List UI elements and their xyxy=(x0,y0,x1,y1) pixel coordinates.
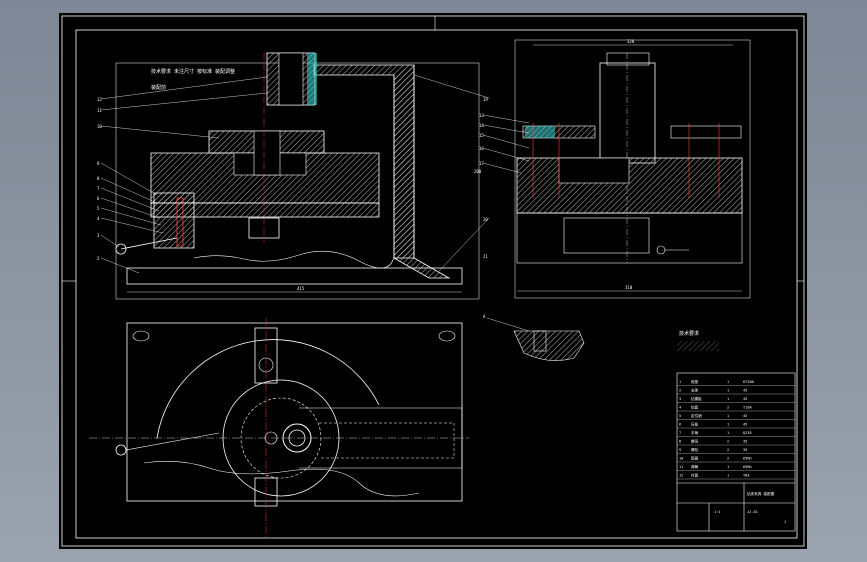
callout-20: 20 xyxy=(483,217,488,222)
bom-cell: 12 xyxy=(679,474,683,478)
bom-cell: 35 xyxy=(743,440,747,444)
side-body[interactable] xyxy=(516,157,743,214)
bom-cell: 35 xyxy=(743,448,747,452)
callout-9: 9 xyxy=(97,161,100,166)
detail-view-a[interactable]: A xyxy=(483,314,585,361)
callout-5: 5 xyxy=(97,206,100,211)
dimension-height: 200 xyxy=(474,169,482,174)
bom-cell: 8 xyxy=(679,440,681,444)
side-view[interactable]: 320 310 13 14 15 16 17 xyxy=(479,39,751,299)
callouts-left: 12 11 10 9 8 7 6 5 4 3 2 xyxy=(97,76,268,274)
top-view-base[interactable] xyxy=(126,322,463,502)
bom-cell: 弹簧 xyxy=(691,464,699,469)
bom-cell: 1 xyxy=(727,465,729,469)
bom-cell: 6 xyxy=(679,423,681,427)
callout-14: 14 xyxy=(479,123,484,128)
callout-11: 11 xyxy=(97,108,102,113)
callout-12: 12 xyxy=(97,97,102,102)
base-plate[interactable] xyxy=(126,267,463,285)
cad-drawing-canvas[interactable]: 12 11 10 9 8 7 6 5 4 3 2 技术要求 未注尺寸 按标准 装… xyxy=(59,13,807,549)
bom-cell: 45 xyxy=(743,397,747,401)
bom-cell: 5 xyxy=(679,414,681,418)
bom-cell: 底座 xyxy=(691,379,699,384)
bom-cell: 65Mn xyxy=(743,465,752,469)
bom-cell: 11 xyxy=(679,465,683,469)
bom-cell: 垫圈 xyxy=(691,456,699,461)
bom-cell: 手柄 xyxy=(691,430,699,435)
bom-cell: 1 xyxy=(727,414,729,418)
bom-cell: 3 xyxy=(679,397,681,401)
callout-8: 8 xyxy=(97,176,100,181)
bom-cell: 螺栓 xyxy=(691,447,699,452)
bom-cell: 7 xyxy=(679,431,681,435)
bom-cell: 钻模板 xyxy=(691,396,702,401)
tech-req-title: 技术要求 xyxy=(679,330,699,337)
callout-6: 6 xyxy=(97,196,100,201)
callout-21: 21 xyxy=(483,254,488,259)
bom-cell: 65Mn xyxy=(743,457,752,461)
bom-cell: 1 xyxy=(679,380,681,384)
front-view-section[interactable]: 12 11 10 9 8 7 6 5 4 3 2 技术要求 未注尺寸 按标准 装… xyxy=(97,52,490,300)
bom-cell: 定位销 xyxy=(691,413,702,418)
bom-cell: T10A xyxy=(743,406,752,410)
bom-cell: 螺母 xyxy=(691,439,699,444)
callout-15: 15 xyxy=(479,133,484,138)
technical-requirements: 技术要求 xyxy=(677,330,719,351)
assembly-note-2: 装配前 xyxy=(151,84,166,91)
callout-16: 16 xyxy=(479,146,484,151)
bom-cell: 9 xyxy=(679,448,681,452)
bom-cell: 衬套 xyxy=(691,473,699,478)
bom-cell: 1 xyxy=(727,474,729,478)
bom-cell: 1 xyxy=(727,423,729,427)
dimension-side-base: 310 xyxy=(625,285,633,290)
top-view[interactable] xyxy=(89,318,469,538)
bom-cell: 10 xyxy=(679,457,683,461)
callout-2: 2 xyxy=(97,256,100,261)
inner-border xyxy=(75,29,798,539)
bom-cell: 4 xyxy=(679,406,681,410)
callout-4: 4 xyxy=(97,216,100,221)
bom-cell: Q235 xyxy=(743,431,752,435)
bom-cell: 2 xyxy=(679,389,681,393)
assembly-note-1: 技术要求 未注尺寸 按标准 装配调整 xyxy=(151,68,235,75)
bom-cell: 1 xyxy=(727,397,729,401)
dimension-bottom-width: 415 xyxy=(297,286,305,291)
callout-19: 19 xyxy=(483,97,488,102)
bom-cell: 2 xyxy=(727,457,729,461)
bom-cell: 2 xyxy=(727,448,729,452)
bom-cell: 1 xyxy=(727,431,729,435)
bom-cell: T8A xyxy=(743,474,750,478)
bom-cell: HT200 xyxy=(743,380,754,384)
callouts-right: 13 14 15 16 17 xyxy=(479,113,530,174)
bom-cell: 1 xyxy=(727,380,729,384)
callout-13: 13 xyxy=(479,113,484,118)
bom-cell: 支架 xyxy=(691,388,699,393)
bom-cell: 钻套 xyxy=(691,405,699,410)
handle-mechanism[interactable] xyxy=(153,192,195,249)
bom-cell: 45 xyxy=(743,423,747,427)
drawing-title: 钻床夹具 装配图 xyxy=(747,491,775,496)
callout-3: 3 xyxy=(97,233,100,238)
bom-cell: 45 xyxy=(743,389,747,393)
motor-housing[interactable] xyxy=(599,62,656,164)
bom-cell: 2 xyxy=(727,406,729,410)
drawing-number: JJ-01 xyxy=(747,510,758,514)
drawing-sheet: 12 11 10 9 8 7 6 5 4 3 2 技术要求 未注尺寸 按标准 装… xyxy=(59,13,807,549)
bom-cell: 1 xyxy=(727,389,729,393)
bom-cell: 2 xyxy=(727,440,729,444)
scale-value: 1:1 xyxy=(714,510,721,514)
callout-17: 17 xyxy=(479,161,484,166)
dimension-side-top: 320 xyxy=(627,39,635,44)
sheet-number: 1 xyxy=(784,520,786,524)
callout-10: 10 xyxy=(97,124,102,129)
callout-7: 7 xyxy=(97,186,100,191)
bom-cell: 45 xyxy=(743,414,747,418)
detail-callout: A xyxy=(483,314,486,319)
bom-cell: 压板 xyxy=(691,422,699,427)
